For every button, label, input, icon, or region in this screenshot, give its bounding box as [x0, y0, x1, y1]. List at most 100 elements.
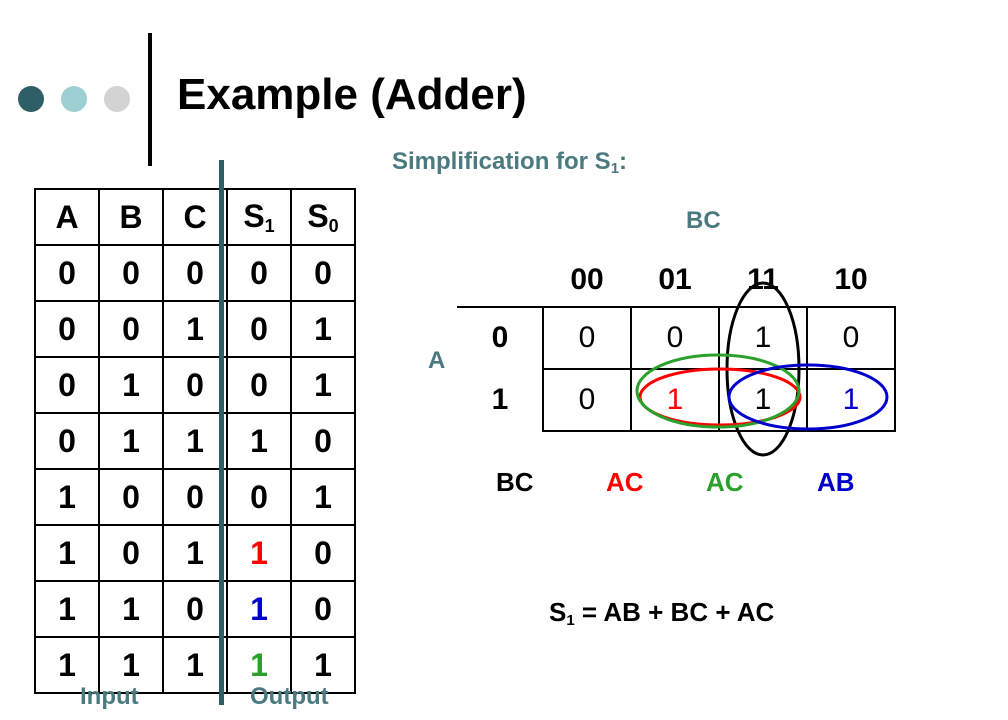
equation-rhs: = AB + BC + AC	[574, 597, 775, 627]
table-cell: 1	[290, 468, 356, 526]
kmap-row-header: 1	[491, 383, 509, 416]
kmap-cell: 0	[578, 321, 596, 354]
table-cell: 0	[226, 356, 292, 414]
decor-dot-dark	[18, 86, 44, 112]
kmap-grid-lines	[457, 306, 896, 432]
table-cell: 0	[290, 244, 356, 302]
table-cell: 1	[162, 412, 228, 470]
kmap-column-variable: BC	[686, 207, 721, 234]
table-cell: 0	[290, 412, 356, 470]
decor-dot-gray	[104, 86, 130, 112]
equation-lhs: S	[549, 597, 567, 627]
table-cell: 1	[226, 412, 292, 470]
header-variable: S	[243, 197, 265, 234]
table-cell: 0	[162, 244, 228, 302]
kmap-cell: 1	[754, 321, 772, 354]
header-subscript: 0	[328, 215, 339, 236]
page-title: Example (Adder)	[177, 70, 527, 119]
table-cell: 1	[98, 412, 164, 470]
header-variable: S	[307, 197, 329, 234]
kmap-cell: 0	[666, 321, 684, 354]
header-variable: B	[119, 198, 143, 235]
table-cell: 0	[34, 356, 100, 414]
group-term-ac-red: AC	[606, 467, 644, 497]
kmap-column-header: 11	[747, 262, 779, 296]
kmap-caption-text: Simplification for S	[392, 148, 611, 175]
table-cell: 0	[98, 468, 164, 526]
output-label: Output	[250, 683, 329, 710]
table-cell: 1	[98, 356, 164, 414]
truth-table-header-cell: A	[34, 188, 100, 246]
table-cell: 1	[34, 468, 100, 526]
table-cell: 0	[34, 412, 100, 470]
kmap-cell: 1	[842, 383, 860, 416]
truth-table-header-cell: B	[98, 188, 164, 246]
kmap-caption-sub: 1	[610, 160, 620, 177]
group-term-ab: AB	[817, 467, 855, 497]
truth-table-header-cell: S0	[290, 188, 356, 246]
table-cell: 1	[162, 636, 228, 694]
table-cell: 1	[34, 524, 100, 582]
kmap-column-header: 00	[570, 262, 604, 296]
group-ab-blue-loop	[727, 363, 889, 431]
table-cell: 0	[98, 524, 164, 582]
table-cell: 1	[34, 636, 100, 694]
truth-table-header-cell: C	[162, 188, 228, 246]
table-cell: 1	[226, 636, 292, 694]
table-cell: 0	[162, 580, 228, 638]
table-cell: 0	[34, 300, 100, 358]
table-cell: 1	[98, 636, 164, 694]
kmap-column-header: 10	[834, 262, 868, 296]
kmap-caption-colon: :	[619, 148, 628, 175]
group-term-ac-green: AC	[706, 467, 744, 497]
table-cell: 0	[162, 468, 228, 526]
kmap-cell: 1	[754, 383, 772, 416]
group-ac-red-loop	[638, 367, 802, 427]
table-cell: 1	[290, 636, 356, 694]
truth-table-header-cell: S1	[226, 188, 292, 246]
kmap-caption: Simplification for S1:	[392, 148, 627, 177]
table-cell: 1	[34, 580, 100, 638]
kmap-column-header: 01	[658, 262, 692, 296]
group-term-bc: BC	[496, 467, 534, 497]
table-cell: 0	[226, 468, 292, 526]
kmap-cell: 1	[666, 383, 684, 416]
table-cell: 1	[162, 300, 228, 358]
header-subscript: 1	[264, 215, 275, 236]
table-cell: 1	[226, 524, 292, 582]
table-cell: 0	[226, 300, 292, 358]
header-variable: C	[183, 198, 207, 235]
input-label: Input	[80, 683, 139, 710]
table-cell: 1	[290, 300, 356, 358]
table-cell: 1	[162, 524, 228, 582]
kmap-row-variable: A	[428, 347, 446, 374]
table-cell: 1	[290, 356, 356, 414]
table-cell: 0	[98, 300, 164, 358]
input-output-divider	[219, 160, 224, 705]
simplified-equation: S1 = AB + BC + AC	[549, 597, 774, 629]
table-cell: 0	[162, 356, 228, 414]
decor-dot-teal	[61, 86, 87, 112]
kmap-cell: 0	[578, 383, 596, 416]
table-cell: 0	[34, 244, 100, 302]
equation-sub: 1	[566, 612, 575, 629]
table-cell: 1	[98, 580, 164, 638]
header-variable: A	[55, 198, 79, 235]
table-cell: 0	[290, 580, 356, 638]
table-cell: 0	[98, 244, 164, 302]
table-cell: 0	[226, 244, 292, 302]
group-ac-green-loop	[635, 353, 801, 429]
kmap-row-header: 0	[491, 321, 509, 354]
kmap-cell: 0	[842, 321, 860, 354]
